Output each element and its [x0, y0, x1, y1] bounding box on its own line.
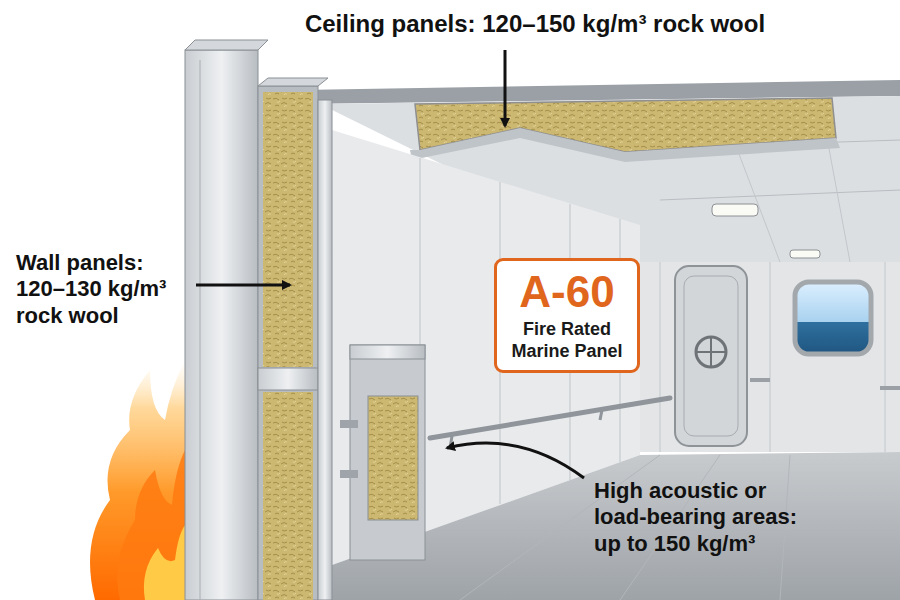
- fire-rating-badge: A-60Fire Rated Marine Panel: [494, 258, 640, 373]
- leader-arrow: [196, 284, 290, 287]
- leader-arrow: [504, 50, 507, 126]
- rating-code: A-60: [503, 269, 631, 315]
- high-density-callout: High acoustic or load-bearing areas: up …: [594, 478, 808, 557]
- rating-description: Fire Rated Marine Panel: [503, 319, 631, 362]
- wall-callout: Wall panels: 120–130 kg/m³ rock wool: [16, 250, 191, 329]
- ceiling-callout: Ceiling panels: 120–150 kg/m³ rock wool: [255, 10, 815, 39]
- leader-arrow: [447, 443, 584, 478]
